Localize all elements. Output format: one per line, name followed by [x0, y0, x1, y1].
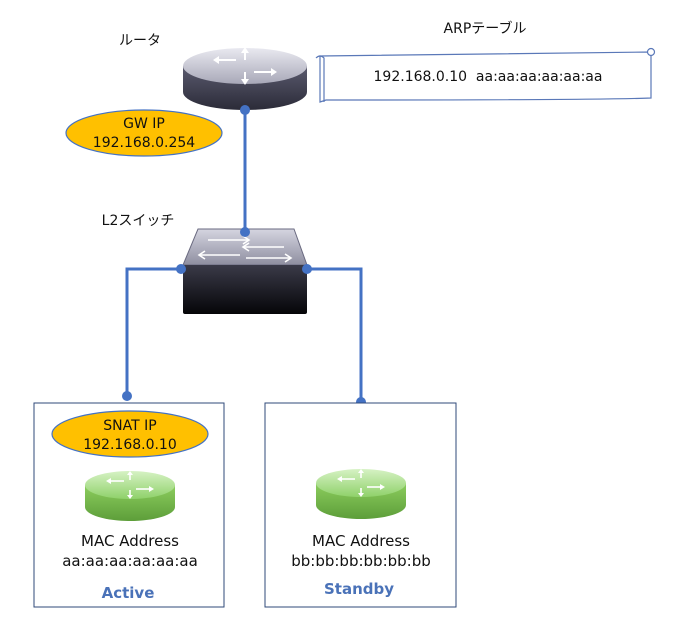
- gateway-title: GW IP: [123, 116, 165, 132]
- active-node: SNAT IP 192.168.0.10 MAC Address aa:aa:a…: [33, 402, 225, 608]
- arp-table-title: ARPテーブル: [444, 20, 527, 37]
- active-mac-address: aa:aa:aa:aa:aa:aa: [62, 552, 198, 570]
- standby-node: MAC Address bb:bb:bb:bb:bb:bb Standby: [264, 402, 457, 608]
- standby-status-label: Standby: [324, 580, 394, 598]
- active-status-label: Active: [102, 584, 155, 602]
- network-links: [125, 110, 363, 402]
- link-endpoints: [122, 105, 366, 407]
- active-mac-title: MAC Address: [81, 532, 179, 550]
- switch-standby-link: [307, 267, 363, 402]
- router-icon: [85, 471, 175, 521]
- snat-callout: [51, 410, 209, 458]
- router-label: ルータ: [119, 33, 161, 49]
- gateway-ip: 192.168.0.254: [93, 135, 196, 151]
- standby-mac-title: MAC Address: [312, 532, 410, 550]
- switch-active-link: [125, 267, 181, 396]
- router-icon: [183, 47, 307, 110]
- switch-label: L2スイッチ: [102, 213, 175, 229]
- arp-table: ARPテーブル 192.168.0.10 aa:aa:aa:aa:aa:aa: [315, 20, 656, 103]
- arp-table-entry: 192.168.0.10 aa:aa:aa:aa:aa:aa: [374, 69, 603, 85]
- snat-title: SNAT IP: [103, 418, 156, 434]
- switch-icon: [182, 228, 308, 314]
- snat-ip: 192.168.0.10: [83, 437, 177, 453]
- gateway-callout: GW IP 192.168.0.254: [65, 109, 223, 157]
- router-icon: [316, 469, 406, 519]
- standby-mac-address: bb:bb:bb:bb:bb:bb: [291, 552, 431, 570]
